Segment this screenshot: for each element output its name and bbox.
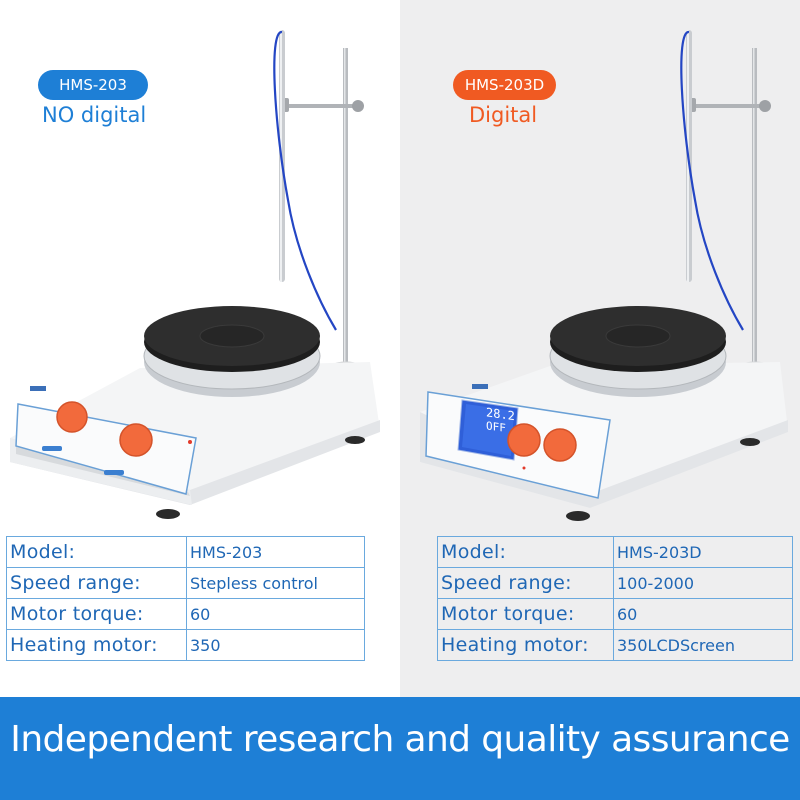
right-product-panel: HMS-203D Digital [400,0,800,697]
spec-table: Model: HMS-203D Speed range: 100-2000 Mo… [437,536,793,661]
footer-banner: Independent research and quality assuran… [0,697,800,800]
spec-table: Model: HMS-203 Speed range: Stepless con… [6,536,365,661]
spec-label: Motor torque: [437,598,614,630]
spec-label: Model: [437,536,614,568]
spec-value: HMS-203D [613,536,793,568]
hot-plate-stirrer-digital-image [420,30,788,521]
spec-label: Speed range: [6,567,187,599]
spec-value: 350LCDScreen [613,629,793,661]
lcd-display: 28.2 OFF [486,405,526,438]
variant-label: NO digital [42,103,147,127]
table-row: Motor torque: 60 [6,598,365,630]
table-row: Motor torque: 60 [437,598,793,630]
table-row: Heating motor: 350LCDScreen [437,629,793,661]
table-row: Heating motor: 350 [6,629,365,661]
left-product-panel: HMS-203 NO digital [0,0,400,697]
table-row: Speed range: Stepless control [6,567,365,599]
spec-label: Heating motor: [437,629,614,661]
table-row: Model: HMS-203 [6,536,365,568]
footer-tagline: Independent research and quality assuran… [10,719,790,760]
variant-label: Digital [469,103,538,127]
table-row: Model: HMS-203D [437,536,793,568]
spec-label: Model: [6,536,187,568]
spec-label: Motor torque: [6,598,187,630]
spec-label: Speed range: [437,567,614,599]
spec-value: 100-2000 [613,567,793,599]
hot-plate-stirrer-image [10,30,380,519]
table-row: Speed range: 100-2000 [437,567,793,599]
spec-value: HMS-203 [186,536,365,568]
model-badge: HMS-203 [38,70,148,100]
model-badge: HMS-203D [453,70,556,100]
spec-value: 350 [186,629,365,661]
spec-value: 60 [186,598,365,630]
spec-value: Stepless control [186,567,365,599]
spec-value: 60 [613,598,793,630]
spec-label: Heating motor: [6,629,187,661]
